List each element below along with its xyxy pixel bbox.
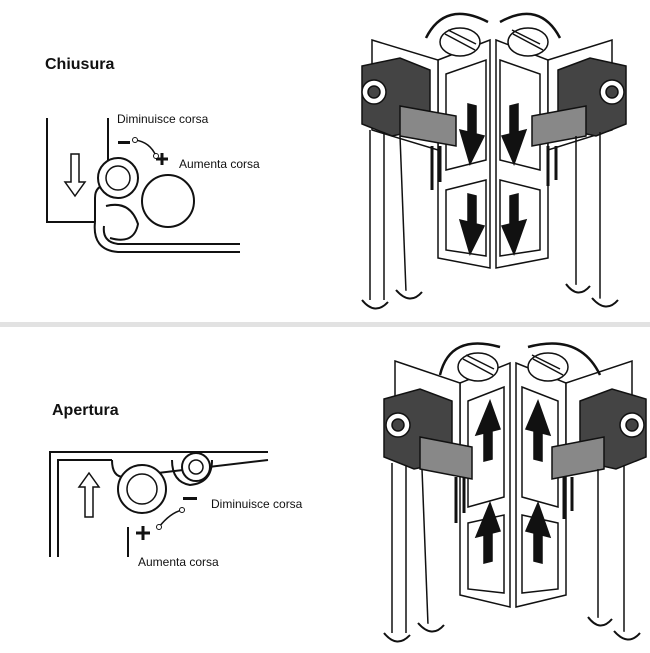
closing-down-arrow-icon — [500, 193, 528, 257]
opening-plus-icon — [136, 526, 150, 540]
closing-decrease-label: Diminuisce corsa — [117, 112, 209, 126]
opening-increase-label: Aumenta corsa — [138, 555, 219, 569]
closing-minus-icon — [118, 141, 130, 144]
opening-decrease-label: Diminuisce corsa — [211, 497, 303, 511]
opening-diagram — [49, 342, 647, 643]
closing-actuator-illustration — [361, 12, 627, 310]
opening-actuator-illustration — [383, 342, 647, 643]
opening-panel: Apertura Diminuisce corsa Aumenta corsa — [0, 327, 650, 653]
closing-panel: Chiusura Diminuisce corsa Aumenta corsa — [0, 0, 650, 322]
opening-up-arrow-icon — [524, 500, 552, 564]
opening-up-arrow-icon — [77, 471, 101, 518]
opening-up-arrow-icon — [524, 398, 552, 462]
closing-title: Chiusura — [45, 56, 115, 73]
closing-increase-label: Aumenta corsa — [179, 157, 260, 171]
closing-plus-icon — [156, 153, 168, 165]
closing-diagram — [46, 12, 627, 310]
opening-up-arrow-icon — [474, 500, 501, 564]
closing-down-arrow-icon — [458, 193, 486, 257]
closing-guide-profile — [46, 118, 240, 253]
closing-down-arrow-icon — [500, 103, 528, 167]
opening-minus-icon — [183, 497, 197, 500]
opening-up-arrow-icon — [474, 398, 501, 462]
opening-title: Apertura — [52, 402, 119, 419]
closing-down-arrow-icon — [63, 153, 87, 198]
closing-down-arrow-icon — [458, 103, 486, 167]
panel-divider — [0, 322, 650, 327]
closing-drum-icon — [141, 174, 195, 228]
